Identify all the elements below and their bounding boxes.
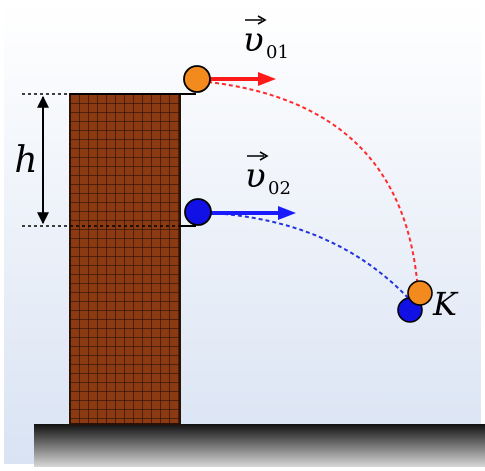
vector-hat-1 <box>245 15 267 25</box>
velocity-2-subscript: 02 <box>268 178 291 199</box>
ball-1-start <box>183 65 211 93</box>
height-label: h <box>14 140 37 181</box>
ground <box>34 424 485 467</box>
velocity-1-subscript: 01 <box>266 42 289 63</box>
velocity-arrow-1 <box>208 72 276 86</box>
velocity-arrow-2 <box>210 206 296 220</box>
trajectory-2 <box>209 212 411 301</box>
ball-2-start <box>184 198 212 226</box>
trajectory-1 <box>207 81 419 293</box>
velocity-1-symbol: υ <box>243 20 264 60</box>
tower <box>69 93 181 425</box>
velocity-2-symbol: υ <box>245 156 266 196</box>
ball-1-at-k <box>407 280 433 306</box>
meeting-point-label: K <box>432 285 459 323</box>
vector-hat-2 <box>247 151 269 161</box>
velocity-label-1: υ 01 <box>243 15 289 63</box>
velocity-label-2: υ 02 <box>245 151 291 199</box>
